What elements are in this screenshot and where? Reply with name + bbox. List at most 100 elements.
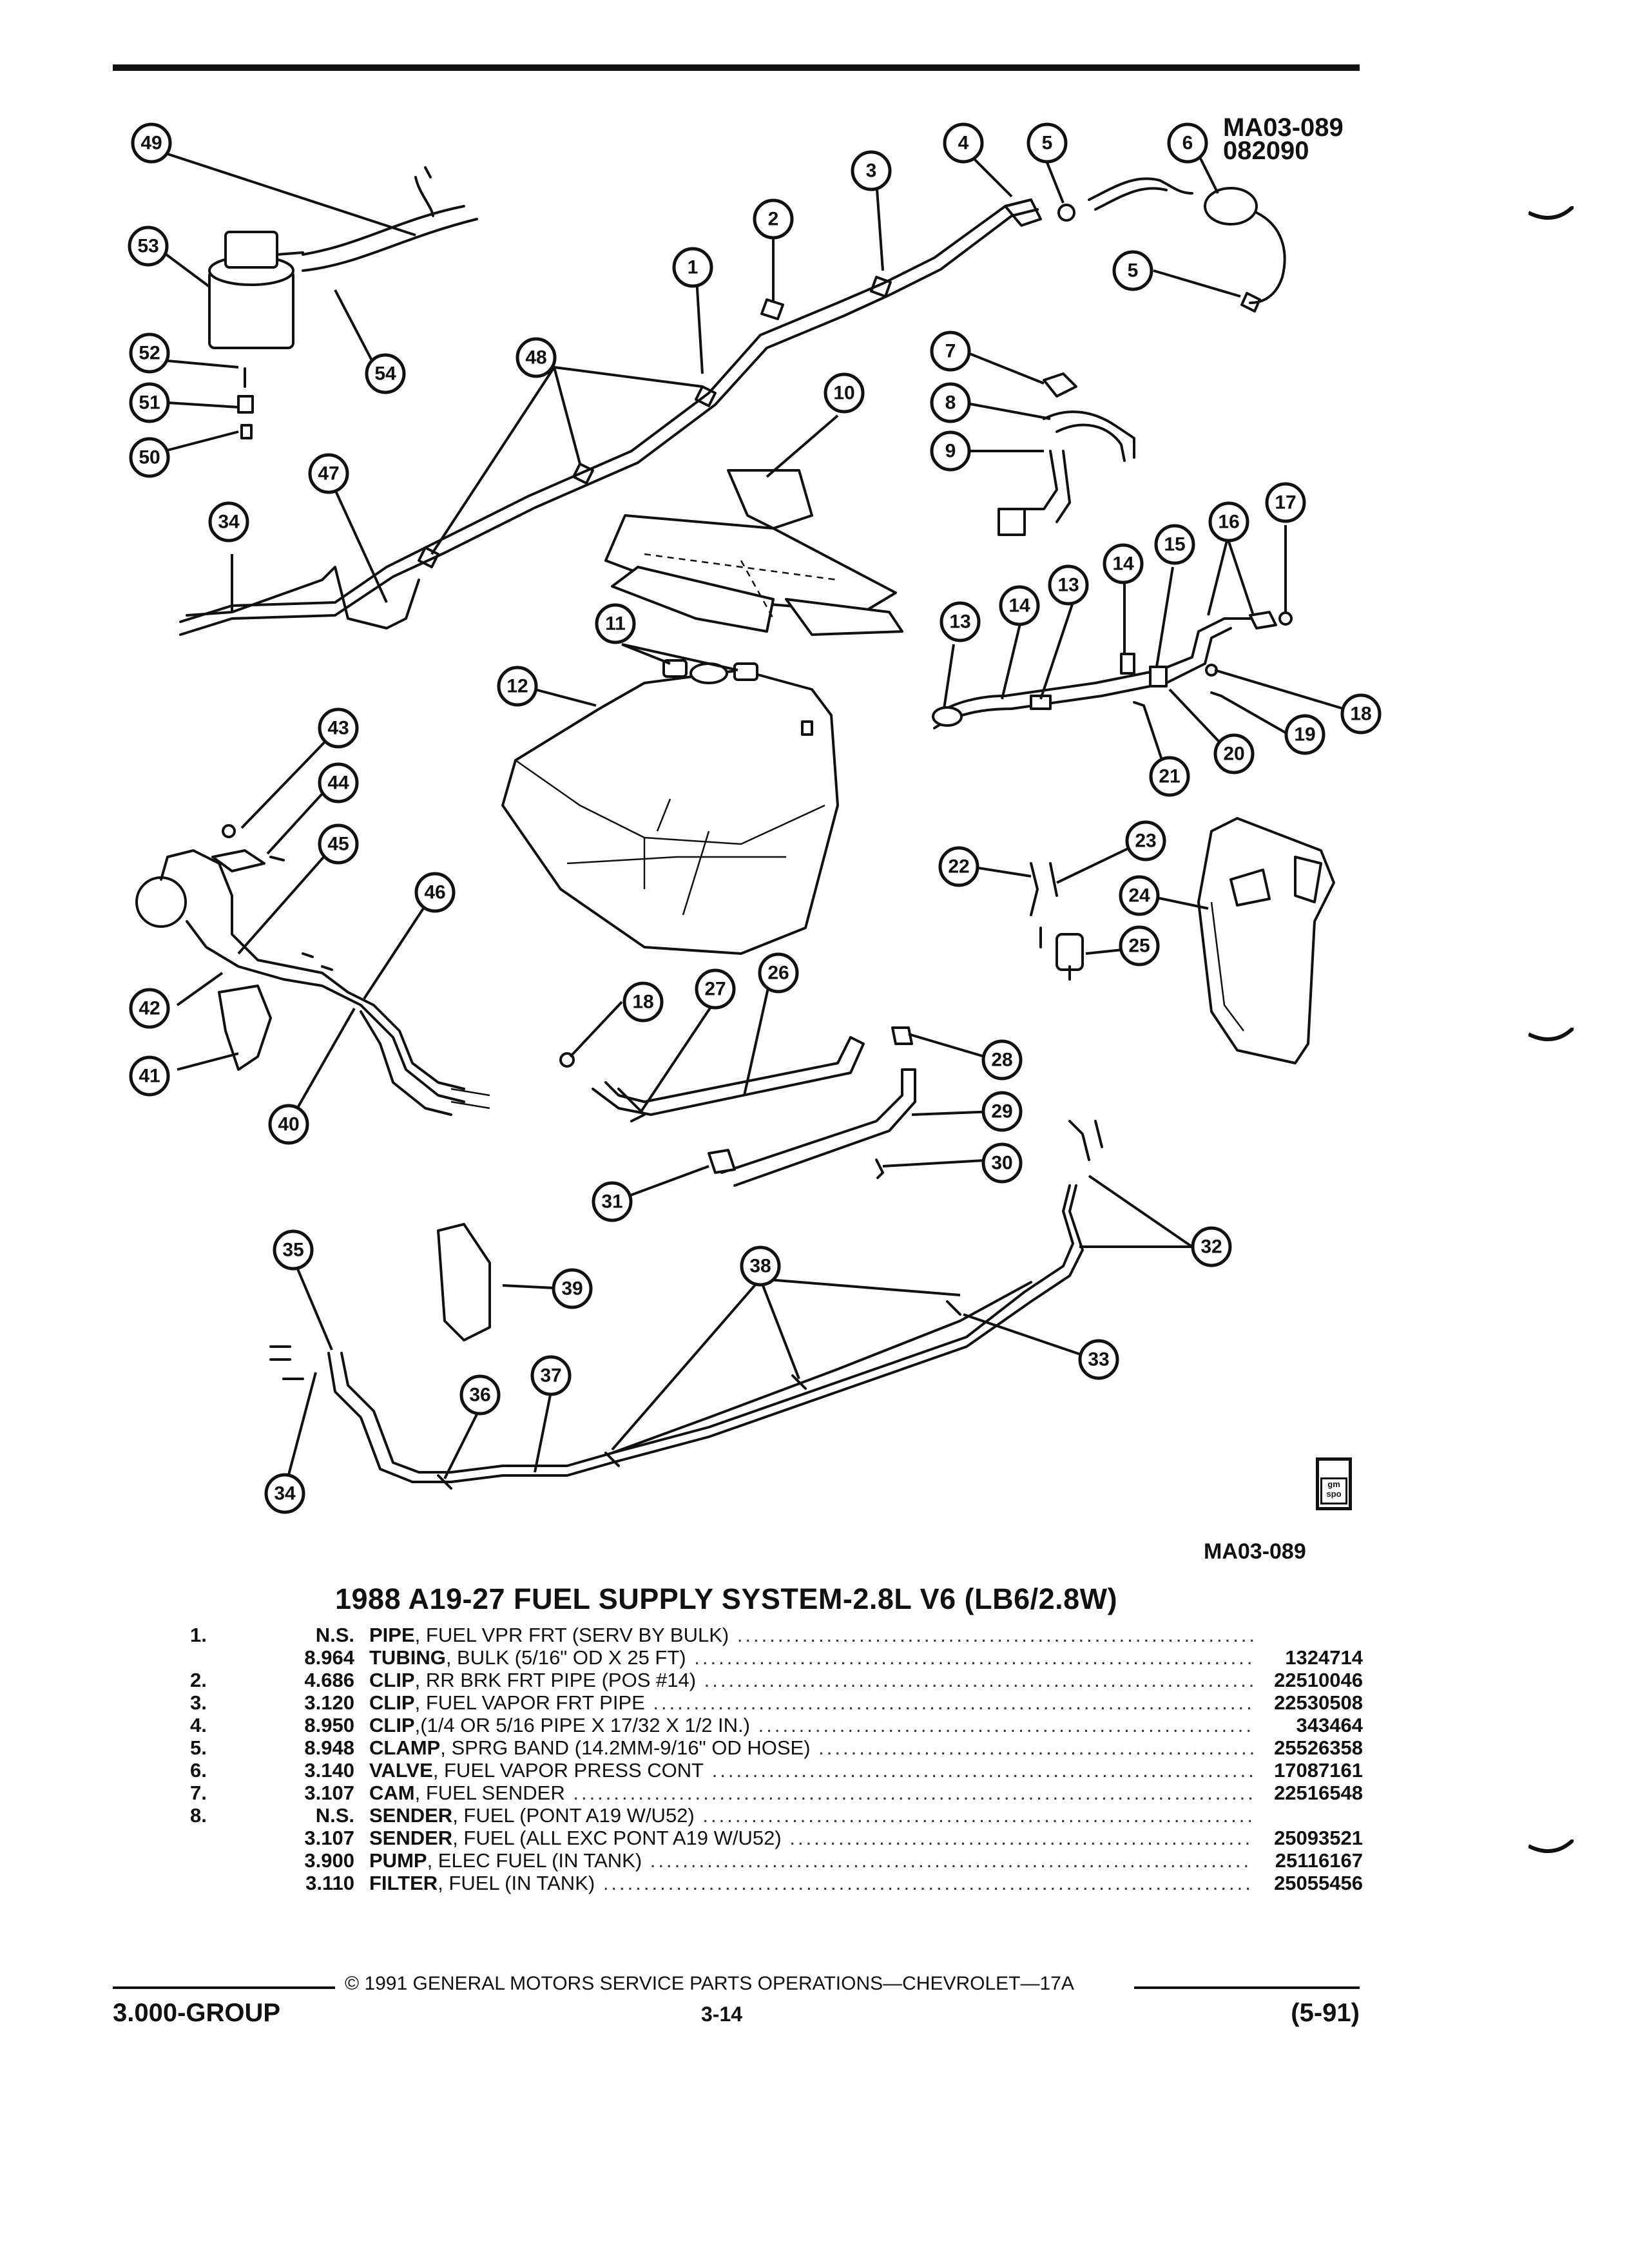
callout-51: 51 bbox=[129, 382, 170, 423]
leader-dots: ........................................… bbox=[694, 1646, 1253, 1669]
callout-4: 4 bbox=[943, 122, 984, 164]
fuel-lines-right-drawing bbox=[932, 611, 1293, 729]
part-description: VALVE, FUEL VAPOR PRESS CONT ...........… bbox=[369, 1759, 1253, 1782]
part-illustration-ref: 8.964 bbox=[304, 1646, 354, 1669]
part-item-number: 3. bbox=[190, 1691, 207, 1714]
part-item-number: 8. bbox=[190, 1804, 207, 1827]
part-detail: , FUEL VAPOR PRESS CONT bbox=[432, 1759, 704, 1782]
svg-text:18: 18 bbox=[1350, 704, 1371, 725]
svg-text:14: 14 bbox=[1008, 595, 1030, 617]
svg-text:18: 18 bbox=[632, 992, 653, 1013]
part-description: CLIP, RR BRK FRT PIPE (POS #14) ........… bbox=[369, 1669, 1253, 1691]
diagram-code-top: MA03-089 082090 bbox=[1223, 113, 1344, 164]
part-detail: , ELEC FUEL (IN TANK) bbox=[427, 1849, 642, 1872]
callout-47: 47 bbox=[308, 453, 349, 494]
part-number: 1324714 bbox=[1285, 1646, 1363, 1669]
callout-37: 37 bbox=[530, 1355, 572, 1396]
svg-text:51: 51 bbox=[139, 392, 160, 414]
svg-text:31: 31 bbox=[601, 1191, 622, 1213]
part-description: FILTER, FUEL (IN TANK) .................… bbox=[369, 1872, 1253, 1894]
part-detail: , RR BRK FRT PIPE (POS #14) bbox=[414, 1669, 697, 1691]
svg-text:1: 1 bbox=[688, 257, 699, 278]
callout-9: 9 bbox=[930, 430, 971, 472]
part-detail: , FUEL SENDER bbox=[414, 1782, 565, 1804]
callout-21: 21 bbox=[1149, 756, 1190, 797]
part-description: CAM, FUEL SENDER .......................… bbox=[369, 1782, 1253, 1804]
part-description: CLAMP, SPRG BAND (14.2MM-9/16" OD HOSE) … bbox=[369, 1736, 1253, 1759]
svg-text:38: 38 bbox=[749, 1256, 771, 1277]
part-illustration-ref: 3.107 bbox=[304, 1827, 354, 1849]
callout-54: 54 bbox=[365, 353, 406, 394]
svg-text:13: 13 bbox=[1057, 575, 1079, 596]
part-name: CAM bbox=[369, 1782, 415, 1804]
callout-38: 38 bbox=[740, 1245, 781, 1287]
callout-34a: 34 bbox=[208, 501, 249, 543]
punch-mark-3 bbox=[1528, 1840, 1574, 1853]
svg-text:11: 11 bbox=[605, 613, 626, 635]
svg-text:32: 32 bbox=[1200, 1236, 1222, 1258]
leader-dots: ........................................… bbox=[818, 1736, 1253, 1759]
page-title: 1988 A19-27 FUEL SUPPLY SYSTEM-2.8L V6 (… bbox=[335, 1582, 1118, 1615]
svg-text:37: 37 bbox=[540, 1365, 561, 1387]
leader-dots: ........................................… bbox=[653, 1691, 1253, 1714]
callout-41: 41 bbox=[129, 1055, 170, 1097]
part-description: SENDER, FUEL (ALL EXC PONT A19 W/U52) ..… bbox=[369, 1827, 1253, 1849]
svg-text:16: 16 bbox=[1218, 512, 1239, 533]
fuel-line-assy-left-drawing bbox=[135, 824, 490, 1116]
svg-text:40: 40 bbox=[278, 1114, 299, 1135]
callout-2: 2 bbox=[753, 198, 794, 240]
part-illustration-ref: 3.107 bbox=[304, 1782, 354, 1804]
part-illustration-ref: 4.686 bbox=[304, 1669, 354, 1691]
fuel-sender-drawing bbox=[998, 372, 1135, 536]
part-number: 343464 bbox=[1296, 1714, 1363, 1736]
svg-text:28: 28 bbox=[991, 1050, 1012, 1071]
svg-text:44: 44 bbox=[327, 773, 349, 794]
part-detail: , SPRG BAND (14.2MM-9/16" OD HOSE) bbox=[440, 1736, 811, 1759]
svg-text:25: 25 bbox=[1128, 936, 1150, 957]
svg-text:15: 15 bbox=[1164, 534, 1185, 555]
callout-35: 35 bbox=[273, 1229, 314, 1271]
part-item-number: 6. bbox=[190, 1759, 207, 1782]
svg-text:12: 12 bbox=[506, 676, 528, 697]
rear-line-drawing bbox=[186, 566, 420, 629]
svg-text:47: 47 bbox=[318, 463, 339, 485]
part-item-number: 4. bbox=[190, 1714, 207, 1736]
leader-dots: ........................................… bbox=[573, 1782, 1253, 1804]
callout-44: 44 bbox=[318, 762, 359, 803]
callout-17: 17 bbox=[1265, 482, 1306, 523]
leader-dots: ........................................… bbox=[702, 1804, 1253, 1827]
part-number: 22516548 bbox=[1274, 1782, 1363, 1804]
part-name: PUMP bbox=[369, 1849, 427, 1872]
part-number: 25116167 bbox=[1275, 1849, 1363, 1872]
svg-text:53: 53 bbox=[137, 236, 159, 257]
callout-33: 33 bbox=[1078, 1339, 1119, 1380]
callout-18a: 18 bbox=[1340, 693, 1382, 735]
svg-text:34: 34 bbox=[218, 512, 240, 533]
callout-7: 7 bbox=[930, 331, 971, 372]
callout-52: 52 bbox=[129, 332, 170, 374]
callout-14a: 14 bbox=[999, 585, 1040, 626]
svg-text:35: 35 bbox=[282, 1240, 304, 1261]
punch-mark-1 bbox=[1528, 206, 1574, 220]
svg-text:26: 26 bbox=[767, 963, 789, 984]
leader-lines bbox=[159, 148, 1344, 1483]
footer-rule-left bbox=[113, 1986, 335, 1989]
leader-dots: ........................................… bbox=[737, 1624, 1253, 1646]
callout-49: 49 bbox=[131, 122, 172, 164]
svg-text:8: 8 bbox=[945, 392, 956, 414]
svg-text:42: 42 bbox=[139, 998, 160, 1019]
part-item-number: 1. bbox=[190, 1624, 207, 1646]
fuel-pump-drawing bbox=[1030, 817, 1335, 1064]
vapor-valve-drawing bbox=[1004, 177, 1286, 312]
group-label: 3.000-GROUP bbox=[113, 1999, 281, 2027]
svg-text:2: 2 bbox=[768, 209, 779, 230]
svg-text:14: 14 bbox=[1112, 553, 1134, 575]
part-name: CLIP bbox=[369, 1714, 415, 1736]
callout-28: 28 bbox=[981, 1039, 1023, 1081]
svg-text:6: 6 bbox=[1182, 133, 1193, 154]
part-detail: , FUEL VPR FRT (SERV BY BULK) bbox=[414, 1624, 729, 1646]
diagram-code: MA03-089 bbox=[1223, 113, 1344, 142]
